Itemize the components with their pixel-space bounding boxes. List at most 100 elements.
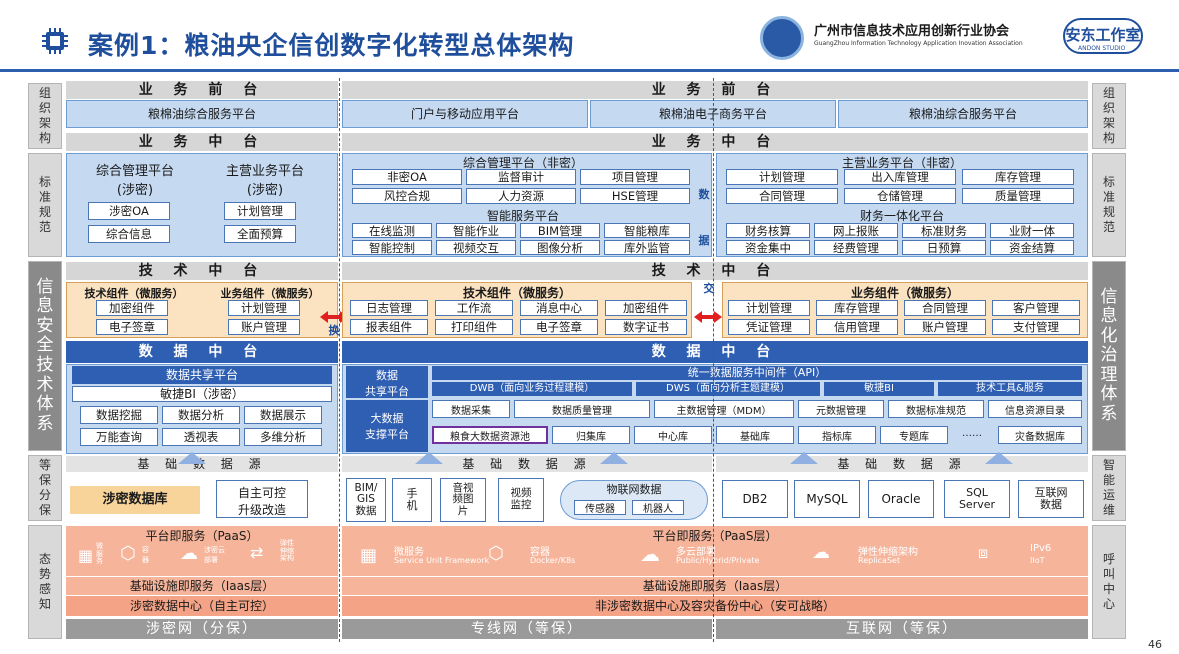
share-label: 数据 共享平台 bbox=[346, 366, 428, 398]
fin-4: 业财一体 bbox=[990, 223, 1074, 238]
source-label-right: 基 础 数 据 源 bbox=[716, 456, 1088, 472]
front-portal: 门户与移动应用平台 bbox=[342, 100, 588, 128]
robot: 机器人 bbox=[632, 500, 684, 515]
paas-left-title: 平台即服务（PaaS） bbox=[145, 529, 259, 543]
paas-l-4: 弹性 伸缩 架构 bbox=[280, 539, 294, 563]
zh-title: 综合管理平台（非密） bbox=[462, 156, 583, 170]
studio-logo: 安东工作室 bbox=[1063, 18, 1143, 54]
main-stock: 库存管理 bbox=[962, 169, 1074, 185]
side-left-org: 组 织 架 构 bbox=[28, 83, 62, 149]
dws: DWS（面向分析主题建模） bbox=[636, 382, 820, 396]
sec-biz-title: 主营业务平台 (涉密) bbox=[225, 164, 304, 198]
ip-a: IPv6 bbox=[1030, 543, 1052, 554]
fin-title: 财务一体化平台 bbox=[859, 209, 944, 223]
sec-mgmt-title: 综合管理平台 (涉密) bbox=[95, 164, 174, 198]
el-b: ReplicaSet bbox=[858, 556, 901, 565]
bc-5: 凭证管理 bbox=[728, 319, 810, 335]
bc-8: 支付管理 bbox=[992, 319, 1080, 335]
meta: 元数据管理 bbox=[798, 400, 884, 418]
mdm: 主数据管理（MDM） bbox=[654, 400, 794, 418]
ms-icon: ▦ bbox=[360, 545, 378, 566]
fin-1: 财务核算 bbox=[726, 223, 810, 238]
topic-db: 专题库 bbox=[880, 426, 948, 444]
left-bi: 敏捷BI（涉密） bbox=[72, 386, 332, 402]
big-label: 大数据 支撑平台 bbox=[346, 400, 428, 452]
up-arrow-5 bbox=[985, 452, 1013, 464]
link-jiao: 交 bbox=[703, 282, 715, 295]
docker-icon: ⬡ bbox=[488, 543, 504, 564]
smart-3: BIM管理 bbox=[520, 223, 600, 238]
divider-internet bbox=[713, 78, 714, 642]
front-label-left: 业 务 前 台 bbox=[66, 81, 338, 99]
chip-icon bbox=[40, 26, 70, 56]
association-name: 广州市信息技术应用创新行业协会 bbox=[814, 24, 1010, 39]
smart-4: 智能粮库 bbox=[604, 223, 690, 238]
standard: 数据标准规范 bbox=[888, 400, 984, 418]
quality: 数据质量管理 bbox=[514, 400, 650, 418]
paas-l-3: 涉密云 部署 bbox=[204, 546, 225, 564]
iaas-right: 基础设施即服务（Iaas层） bbox=[342, 577, 1088, 595]
center-db: 中心库 bbox=[634, 426, 712, 444]
left-analysis: 数据分析 bbox=[162, 406, 240, 424]
smart-6: 视频交互 bbox=[436, 240, 516, 255]
oracle: Oracle bbox=[868, 480, 934, 518]
base-db: 基础库 bbox=[716, 426, 794, 444]
zh-audit: 监督审计 bbox=[466, 169, 576, 185]
upgrade: 自主可控 升级改造 bbox=[216, 480, 308, 518]
side-left-situation: 态 势 感 知 bbox=[28, 525, 62, 639]
main-title: 主营业务平台（非密） bbox=[841, 156, 962, 170]
dwb: DWB（面向业务过程建模） bbox=[432, 382, 632, 396]
phone: 手 机 bbox=[392, 478, 432, 522]
front-service: 粮棉油综合服务平台 bbox=[838, 100, 1088, 128]
sec-budget: 全面预算 bbox=[224, 225, 296, 243]
bc-3: 合同管理 bbox=[904, 300, 986, 316]
paas-right-title: 平台即服务（PaaS层） bbox=[652, 529, 778, 543]
bc-2: 库存管理 bbox=[816, 300, 898, 316]
left-share: 数据共享平台 bbox=[72, 366, 332, 384]
api-bar: 统一数据服务中间件（API） bbox=[432, 366, 1082, 380]
tools: 技术工具&服务 bbox=[938, 382, 1082, 396]
scale-icon: ⇄ bbox=[250, 543, 264, 562]
side-right-callcenter: 呼 叫 中 心 bbox=[1092, 525, 1126, 639]
zh-oa: 非密OA bbox=[352, 169, 462, 185]
tech-label-left: 技 术 中 台 bbox=[66, 262, 338, 280]
zh-hr: 人力资源 bbox=[466, 188, 576, 204]
exchange-arrow-right bbox=[694, 311, 722, 323]
studio-logo-en: ANDON STUDIO bbox=[1078, 45, 1126, 52]
smart-8: 库外监管 bbox=[604, 240, 690, 255]
mc-a: 多云部署 bbox=[676, 547, 716, 558]
tc-8: 数字证书 bbox=[605, 319, 687, 335]
ms-a: 微服务 bbox=[394, 547, 424, 558]
bc-7: 账户管理 bbox=[904, 319, 986, 335]
association-logo bbox=[760, 16, 804, 60]
main-quality: 质量管理 bbox=[962, 188, 1074, 204]
sqlserver: SQL Server bbox=[944, 480, 1010, 518]
video: 视频 监控 bbox=[498, 478, 544, 522]
sec-info: 综合信息 bbox=[88, 225, 170, 243]
iaas-left: 基础设施即服务（Iaas层） bbox=[66, 577, 338, 595]
paas-right bbox=[342, 526, 1088, 576]
front-left-platform: 粮棉油综合服务平台 bbox=[66, 100, 338, 128]
divider-secret bbox=[339, 78, 340, 642]
mc-b: Public/Hybrid/Private bbox=[676, 556, 760, 565]
side-right-org: 组 织 架 构 bbox=[1092, 83, 1126, 149]
paas-l-2: 容 器 bbox=[142, 546, 149, 564]
zh-project: 项目管理 bbox=[580, 169, 690, 185]
bc-4: 客户管理 bbox=[992, 300, 1080, 316]
smart-5: 智能控制 bbox=[352, 240, 432, 255]
source-label-left: 基 础 数 据 源 bbox=[66, 456, 338, 472]
zh-hse: HSE管理 bbox=[580, 188, 690, 204]
main-warehouse: 仓储管理 bbox=[844, 188, 956, 204]
dc-right: 非涉密数据中心及容灾备份中心（安可战略） bbox=[342, 596, 1088, 616]
cloud-icon: ☁ bbox=[180, 543, 198, 564]
side-right-standard: 标 准 规 范 bbox=[1092, 153, 1126, 257]
lt-title: 技术组件（微服务） bbox=[84, 287, 184, 300]
middle-label-right: 业 务 中 台 bbox=[342, 133, 1088, 151]
db2: DB2 bbox=[722, 480, 788, 518]
smart-7: 图像分析 bbox=[520, 240, 600, 255]
grid-icon: ▦ bbox=[78, 546, 94, 565]
bc-1: 计划管理 bbox=[728, 300, 810, 316]
left-pivot: 透视表 bbox=[162, 428, 240, 446]
iot-title: 物联网数据 bbox=[606, 483, 662, 496]
dc-left: 涉密数据中心（自主可控） bbox=[66, 596, 338, 616]
